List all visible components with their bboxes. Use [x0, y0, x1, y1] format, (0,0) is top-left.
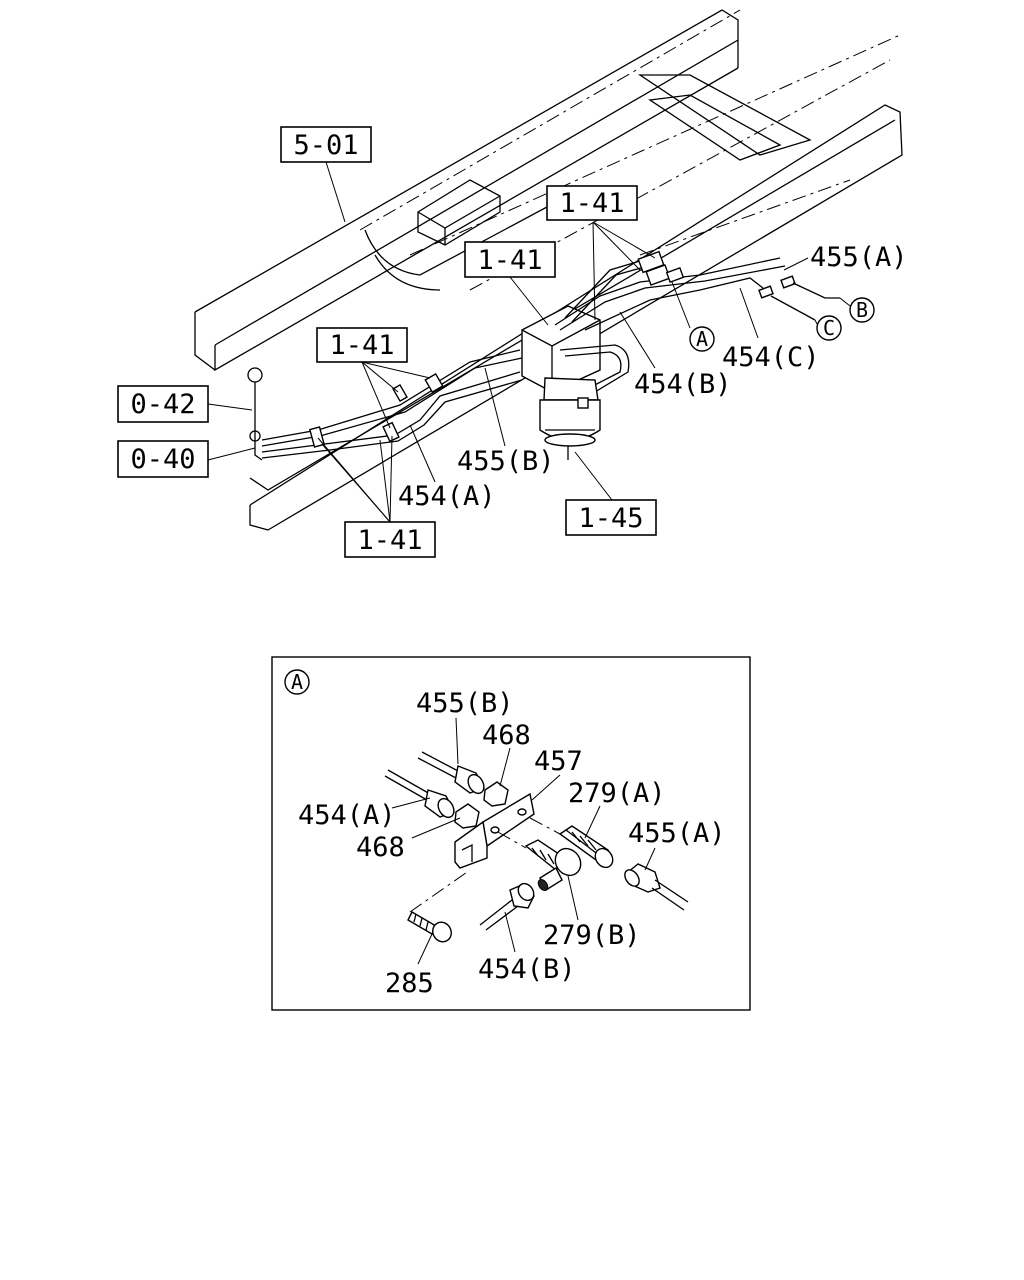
part-label-454a-detail: 454(A) — [298, 800, 396, 831]
part-label-454a-main: 454(A) — [398, 481, 496, 512]
ref-label-1-45: 1-45 — [565, 499, 657, 536]
part-label-454b-main: 454(B) — [634, 369, 732, 400]
detail-view-a: A — [271, 656, 751, 1011]
part-label-468-detail-lower: 468 — [356, 832, 405, 863]
leader-lines-main — [207, 161, 809, 523]
svg-text:A: A — [291, 670, 303, 694]
svg-text:1-41: 1-41 — [559, 188, 624, 219]
ref-label-1-41-top: 1-41 — [546, 185, 638, 221]
svg-text:C: C — [823, 316, 835, 340]
svg-text:1-45: 1-45 — [578, 503, 643, 534]
circle-marker-b-main: B — [849, 297, 875, 323]
part-label-279b-detail: 279(B) — [543, 920, 641, 951]
chassis-frame-drawing — [194, 9, 903, 531]
part-label-454b-detail: 454(B) — [478, 954, 576, 985]
circle-marker-c-main: C — [816, 315, 842, 341]
part-label-455b-main: 455(B) — [457, 446, 555, 477]
fitting-279b — [497, 831, 582, 892]
ref-label-0-40: 0-40 — [117, 440, 209, 478]
svg-text:1-41: 1-41 — [329, 330, 394, 361]
nut-468-lower — [454, 803, 480, 829]
svg-text:1-41: 1-41 — [357, 525, 422, 556]
fitting-279a — [529, 817, 614, 869]
detail-marker-a: A — [284, 669, 310, 695]
part-label-454c-main: 454(C) — [722, 342, 820, 373]
circle-marker-a-main: A — [689, 326, 715, 352]
nut-468-upper — [483, 781, 509, 807]
ref-label-0-42: 0-42 — [117, 385, 209, 423]
svg-text:0-40: 0-40 — [130, 444, 195, 475]
part-label-455b-detail: 455(B) — [416, 688, 514, 719]
brake-pipes-drawing — [247, 250, 840, 461]
part-label-455a-detail: 455(A) — [628, 818, 726, 849]
part-label-457-detail: 457 — [534, 746, 583, 777]
ref-label-1-41-bottom: 1-41 — [344, 521, 436, 558]
part-label-468-detail-upper: 468 — [482, 720, 531, 751]
part-label-285-detail: 285 — [385, 968, 434, 999]
svg-text:1-41: 1-41 — [477, 245, 542, 276]
svg-text:5-01: 5-01 — [293, 130, 358, 161]
pipe-454a-detail — [384, 769, 455, 819]
svg-text:0-42: 0-42 — [130, 389, 195, 420]
pipe-454b-detail — [479, 882, 535, 931]
part-label-455a-main: 455(A) — [810, 242, 908, 273]
bracket-457 — [454, 792, 535, 869]
pipe-455a-detail — [624, 863, 689, 911]
ref-label-5-01: 5-01 — [280, 126, 372, 163]
pipe-455b-detail — [417, 751, 485, 795]
ref-label-1-41-left: 1-41 — [316, 327, 408, 363]
ref-label-1-41-middle: 1-41 — [464, 241, 556, 278]
svg-text:A: A — [696, 327, 708, 351]
svg-text:B: B — [856, 298, 868, 322]
part-label-279a-detail: 279(A) — [568, 778, 666, 809]
